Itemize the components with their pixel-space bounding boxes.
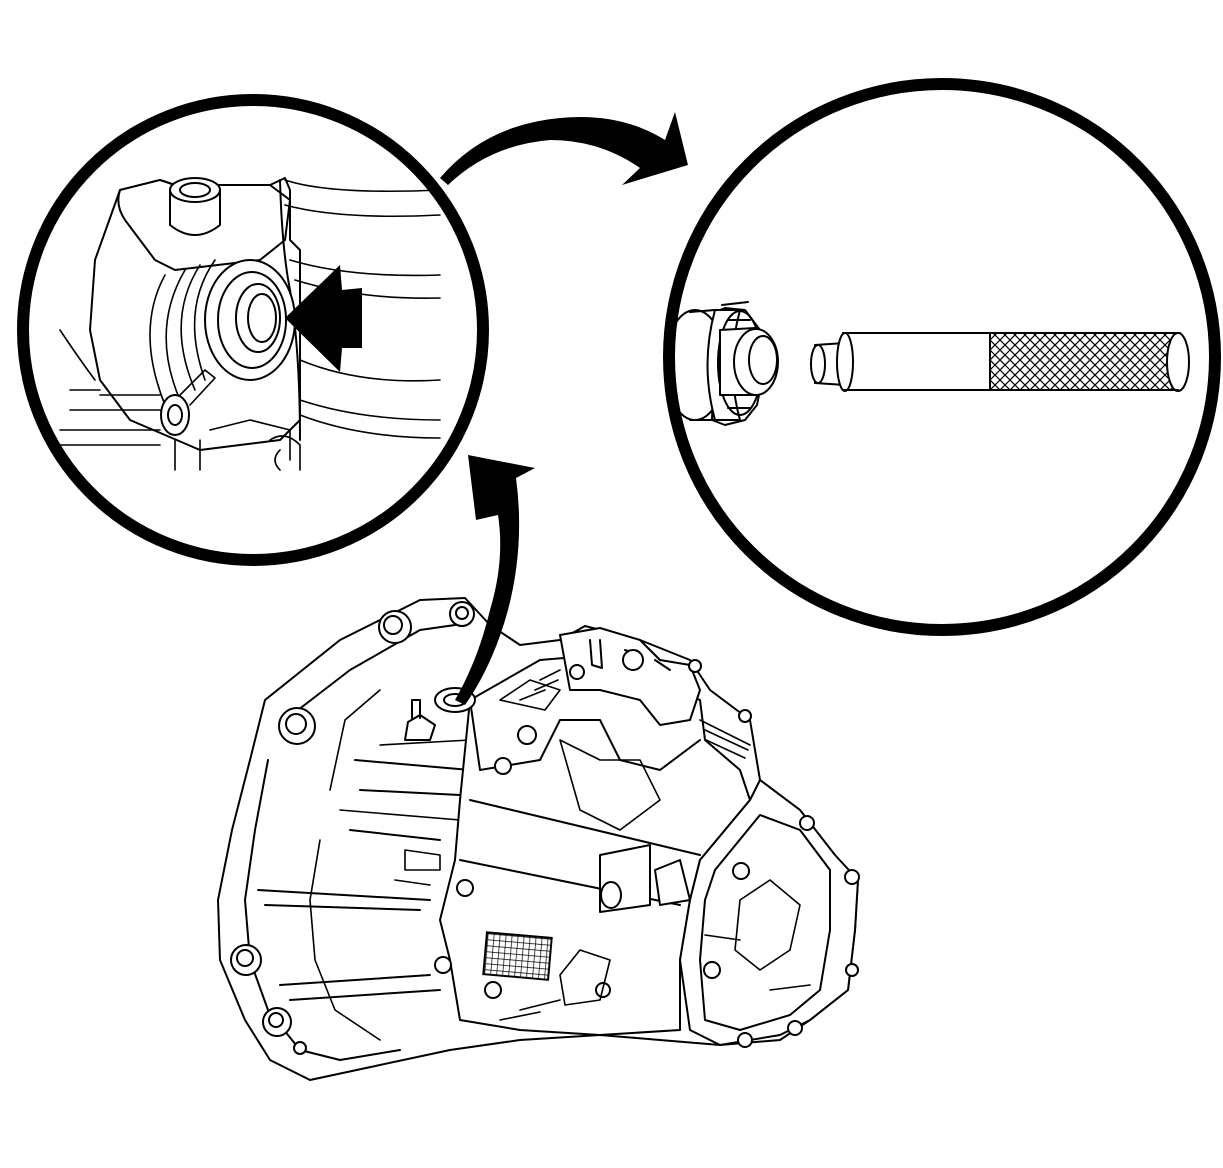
- axle-seal-part: [669, 301, 779, 426]
- transmission-assembly: [217, 597, 860, 1081]
- pointer-arrow-to-seal: [285, 265, 362, 372]
- bell-housing-bolt: [230, 944, 262, 976]
- bell-housing-bolt: [378, 610, 412, 644]
- callout-circle-left: [17, 94, 489, 566]
- bell-housing-bolt: [262, 1007, 292, 1037]
- stud-sensor: [404, 699, 436, 741]
- detail-view-seal-location: [17, 94, 489, 566]
- bell-housing-bolt: [278, 707, 316, 745]
- bell-housing-bolt: [449, 601, 475, 627]
- axle-seal: [204, 259, 296, 381]
- linkage-bolt: [160, 394, 190, 436]
- bell-housing-bolt: [293, 1041, 307, 1055]
- detail-view-seal-and-installer: [663, 78, 1221, 636]
- case-grille: [482, 931, 553, 981]
- callout-circle-right: [663, 78, 1221, 636]
- detail-to-detail-arrow: [440, 112, 688, 185]
- seal-installer-tool: [810, 332, 1190, 392]
- transmission-to-detail-arrow: [455, 455, 535, 705]
